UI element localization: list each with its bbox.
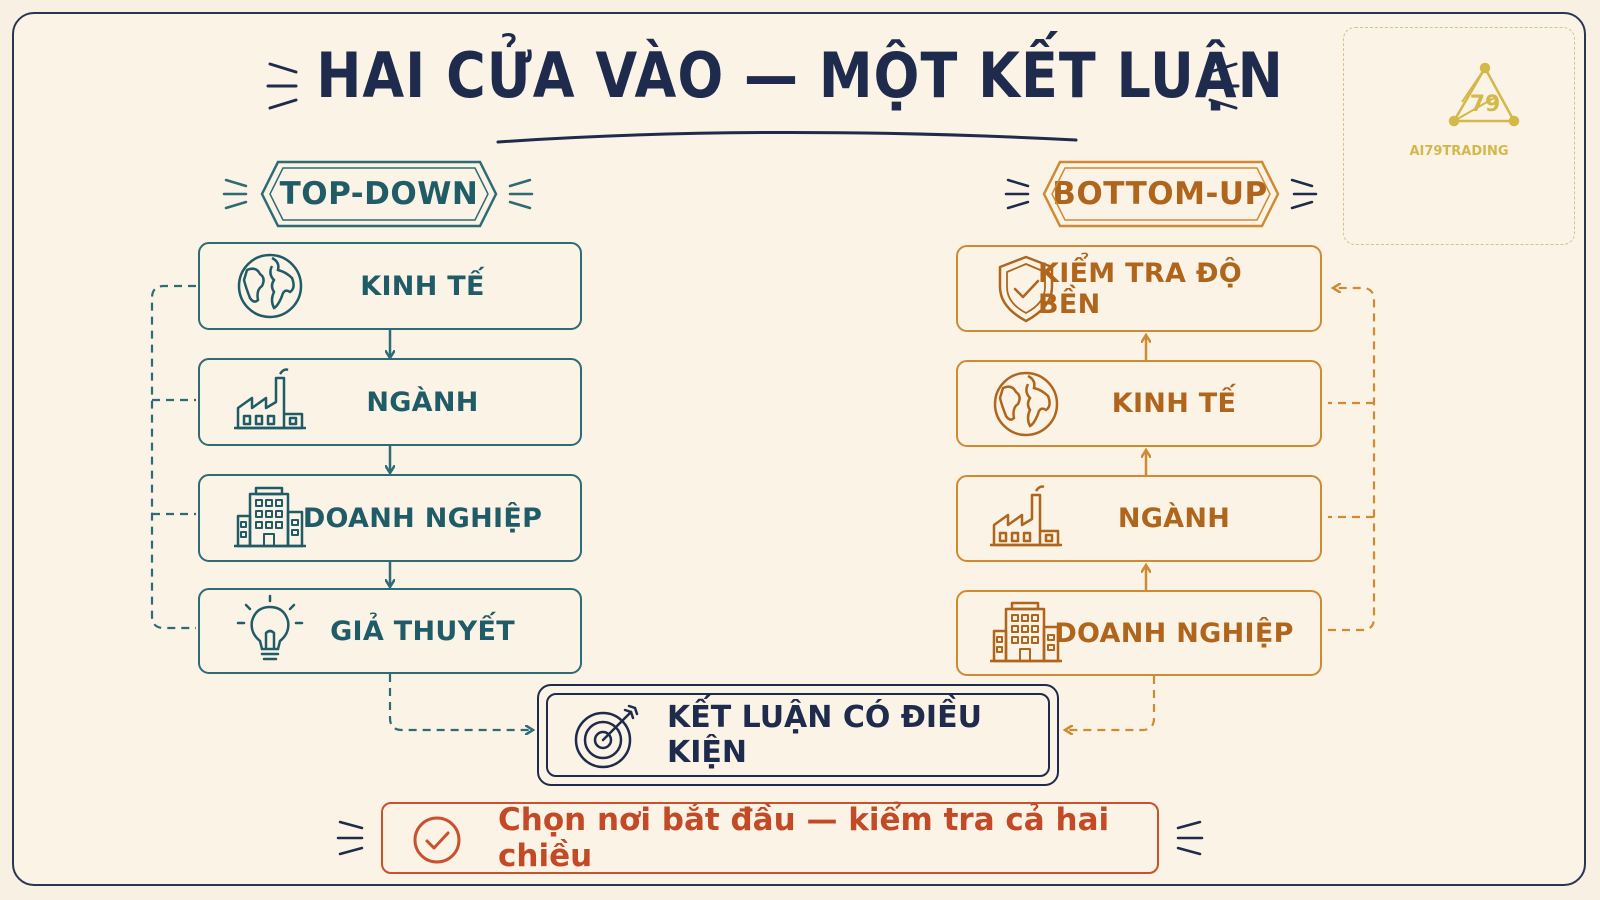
logo-number: 79 [1470,92,1501,117]
globe-icon [993,371,1059,436]
bottom-up-to-conclusion-arrow [1066,676,1156,730]
top-down-tag-accents [222,178,534,210]
step-label: GIẢ THUYẾT [330,615,515,647]
conclusion-box: KẾT LUẬN CÓ ĐIỀU KIỆN [537,684,1059,786]
note-accents [336,820,1204,856]
bottom-up-step-company: DOANH NGHIỆP [956,590,1322,676]
step-label: KIỂM TRA ĐỘ BỀN [1038,257,1243,320]
top-down-step-industry: NGÀNH [198,358,582,446]
title-accent-left [266,62,298,110]
bottom-up-feedback-loop [1328,288,1376,632]
lightbulb-icon [236,594,304,661]
factory-icon [234,368,306,430]
bottom-up-tag-accents [1004,178,1318,210]
top-down-step-hypothesis: GIẢ THUYẾT [198,588,582,674]
factory-icon [990,484,1062,546]
top-down-tag-shape-inner [269,167,489,221]
top-down-feedback-loop [150,284,196,630]
step-label: DOANH NGHIỆP [1054,617,1294,649]
building-icon [234,486,306,548]
step-label: DOANH NGHIỆP [302,502,543,534]
bottom-up-step-industry: NGÀNH [956,475,1322,562]
logo-text: AI79TRADING [1409,144,1509,159]
page-title: HAI CỬA VÀO — MỘT KẾT LUẬN [316,39,1284,112]
summary-note: Chọn nơi bắt đầu — kiểm tra cả hai chiều [381,802,1159,874]
title-underline [496,130,1078,144]
building-icon [990,601,1062,663]
top-down-step-company: DOANH NGHIỆP [198,474,582,562]
shield-check-icon [998,255,1054,322]
target-icon [574,704,639,769]
logo: 79 AI79TRADING [1343,27,1575,245]
step-label: KINH TẾ [360,270,485,302]
logo-mark-icon: 79 [1448,62,1520,127]
top-down-tag: TOP-DOWN [279,176,479,212]
bottom-up-tag-shape-inner [1051,167,1271,221]
bottom-up-step-economy: KINH TẾ [956,360,1322,447]
top-down-tag-shape [260,160,498,228]
step-label: NGÀNH [366,386,479,418]
bottom-up-tag-shape [1042,160,1280,228]
bottom-up-tag: BOTTOM-UP [1052,176,1268,212]
globe-icon [237,253,303,319]
bottom-up-step-stress-test: KIỂM TRA ĐỘ BỀN [956,245,1322,332]
top-down-step-economy: KINH TẾ [198,242,582,330]
step-label: NGÀNH [1117,503,1231,534]
conclusion-inner-border [546,693,1050,777]
summary-note-label: Chọn nơi bắt đầu — kiểm tra cả hai chiều [498,802,1110,874]
top-down-to-conclusion-arrow [388,674,532,730]
conclusion-label: KẾT LUẬN CÓ ĐIỀU KIỆN [667,700,982,770]
check-circle-icon [413,816,461,864]
step-label: KINH TẾ [1111,388,1237,419]
title-accent-right [1208,62,1240,110]
